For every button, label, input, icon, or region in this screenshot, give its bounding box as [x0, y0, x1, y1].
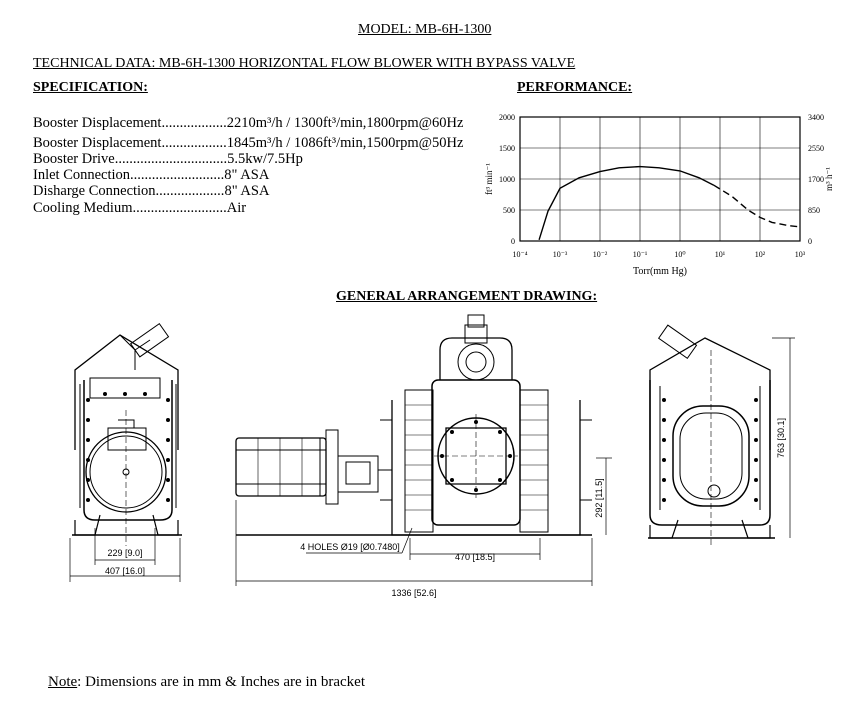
spec-label: Inlet Connection........................…	[33, 167, 225, 183]
y-right-tick-label: 1700	[808, 175, 824, 184]
y-right-tick-label: 0	[808, 237, 812, 246]
spec-value: 8" ASA	[224, 183, 270, 199]
spec-row: Booster Drive...........................…	[33, 151, 303, 168]
technical-data-title: TECHNICAL DATA: MB-6H-1300 HORIZONTAL FL…	[33, 56, 576, 71]
y-tick-label: 2000	[499, 113, 515, 122]
y-tick-label: 500	[503, 206, 515, 215]
front-view	[235, 314, 592, 536]
left-side-view	[72, 322, 182, 546]
note-prefix: Note	[48, 674, 78, 690]
dimension-lines	[69, 337, 795, 586]
x-tick-label: 10⁻³	[553, 250, 568, 259]
spec-value: 8" ASA	[224, 167, 270, 183]
y-tick-label: 0	[511, 237, 515, 246]
dimension-note: Note: Dimensions are in mm & Inches are …	[48, 674, 365, 691]
x-tick-label: 10⁰	[674, 250, 685, 259]
y-tick-label: 1000	[499, 175, 515, 184]
model-title: MODEL: MB-6H-1300	[358, 22, 492, 37]
spec-value: 1845m³/h / 1086ft³/min,1500rpm@50Hz	[226, 135, 464, 151]
y-tick-label: 1500	[499, 144, 515, 153]
dimension-763: 763 [30.1]	[776, 418, 786, 458]
x-axis-label: Torr(mm Hg)	[633, 266, 687, 277]
x-tick-label: 10²	[755, 250, 766, 259]
mounting-holes-label: 4 HOLES Ø19 [Ø0.7480]	[300, 542, 400, 552]
spec-row: Disharge Connection...................8"…	[33, 183, 269, 200]
spec-value: 2210m³/h / 1300ft³/min,1800rpm@60Hz	[226, 115, 464, 131]
y-right-tick-label: 3400	[808, 113, 824, 122]
chart-frame	[519, 116, 801, 242]
dimension-292: 292 [11.5]	[594, 478, 604, 517]
spec-row: Booster Displacement..................22…	[33, 115, 463, 132]
spec-row: Cooling Medium..........................…	[33, 200, 246, 217]
spec-row: Inlet Connection........................…	[33, 167, 269, 184]
spec-label: Booster Drive...........................…	[33, 151, 228, 167]
spec-value: Air	[226, 200, 247, 216]
y-right-tick-labels: 0 850 1700 2550 3400	[808, 113, 824, 246]
y-right-tick-label: 850	[808, 206, 820, 215]
spec-label: Disharge Connection...................	[33, 183, 225, 199]
general-arrangement-heading: GENERAL ARRANGEMENT DRAWING:	[336, 289, 598, 304]
spec-label: Booster Displacement..................	[33, 115, 227, 131]
spec-label: Cooling Medium..........................	[33, 200, 227, 216]
spec-value: 5.5kw/7.5Hp	[227, 151, 303, 167]
x-tick-label: 10¹	[715, 250, 726, 259]
chart-grid	[520, 117, 800, 241]
dimension-407: 407 [16.0]	[105, 566, 145, 576]
y-tick-labels: 0 500 1000 1500 2000	[499, 113, 515, 246]
x-tick-label: 10⁻⁴	[512, 250, 527, 259]
performance-heading: PERFORMANCE:	[517, 80, 633, 95]
performance-chart: 10⁻⁴ 10⁻³ 10⁻² 10⁻¹ 10⁰ 10¹ 10² 10³ 0 500 1000 150…	[484, 113, 834, 277]
x-tick-label: 10⁻¹	[633, 250, 648, 259]
dimension-470: 470 [18.5]	[455, 552, 495, 562]
general-arrangement-drawing: 229 [9.0] 407 [16.0] 4 HOLES Ø19 [Ø0.748…	[69, 314, 795, 598]
x-tick-label: 10³	[795, 250, 806, 259]
note-text: : Dimensions are in mm & Inches are in b…	[77, 674, 365, 690]
right-side-view	[648, 324, 775, 546]
dimension-229: 229 [9.0]	[107, 548, 142, 558]
spec-label: Booster Displacement..................	[33, 135, 227, 151]
performance-curve-solid	[538, 165, 715, 241]
performance-curve-dashed	[713, 184, 799, 228]
dimension-1336: 1336 [52.6]	[391, 588, 436, 598]
chart-series	[538, 165, 799, 241]
y-right-axis-label: m³ h⁻¹	[824, 167, 834, 191]
y-axis-label: ft³ min⁻¹	[484, 163, 494, 195]
x-tick-labels: 10⁻⁴ 10⁻³ 10⁻² 10⁻¹ 10⁰ 10¹ 10² 10³	[512, 250, 805, 259]
spec-row: Booster Displacement..................18…	[33, 135, 463, 152]
y-right-tick-label: 2550	[808, 144, 824, 153]
specification-heading: SPECIFICATION:	[33, 80, 148, 95]
x-tick-label: 10⁻²	[593, 250, 608, 259]
